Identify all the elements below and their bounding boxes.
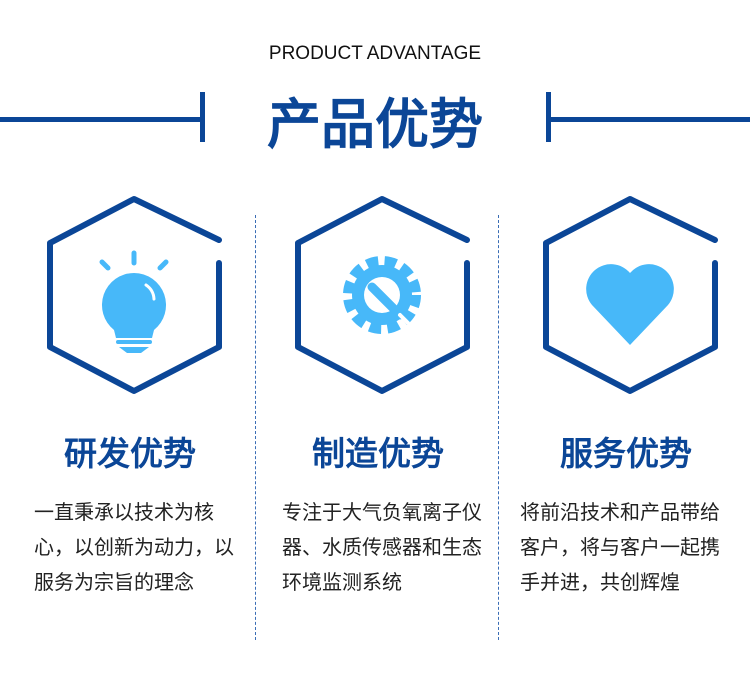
heart-icon	[586, 264, 674, 345]
card-description: 专注于大气负氧离子仪器、水质传感器和生态环境监测系统	[282, 500, 482, 594]
card-description: 将前沿技术和产品带给客户，将与客户一起携手并进，共创辉煌	[520, 500, 720, 594]
card-title: 制造优势	[312, 434, 444, 473]
hexagon-frame	[295, 196, 470, 394]
hexagon-frame	[47, 196, 222, 394]
card-description: 一直秉承以技术为核心，以创新为动力，以服务为宗旨的理念	[34, 500, 234, 594]
left-rule-cap	[200, 92, 205, 142]
divider	[498, 215, 499, 640]
left-rule	[0, 117, 200, 122]
lightbulb-icon	[99, 250, 169, 353]
divider	[255, 215, 256, 640]
card-title: 研发优势	[64, 434, 196, 473]
section-subtitle: PRODUCT ADVANTAGE	[268, 43, 482, 64]
right-rule	[546, 117, 750, 122]
section-title: 产品优势	[267, 93, 483, 156]
gear-wrench-icon	[343, 256, 421, 334]
card-title: 服务优势	[560, 434, 692, 473]
hexagon-frame	[543, 196, 718, 394]
